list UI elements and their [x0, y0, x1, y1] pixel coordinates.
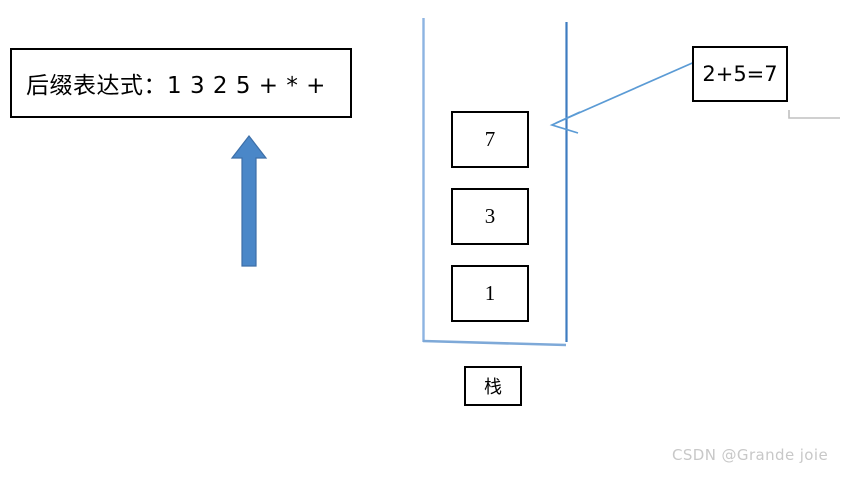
- up-block-arrow: [230, 135, 268, 267]
- stack-cell-middle: 3: [451, 188, 529, 245]
- stack-label-box: 栈: [464, 366, 522, 406]
- postfix-expression-box: 后缀表达式：1 3 2 5 + * +: [10, 48, 352, 118]
- diagonal-pointer-arrow: [549, 56, 707, 134]
- stack-cell-top: 7: [451, 111, 529, 168]
- stack-bottom-wall: [422, 339, 567, 347]
- csdn-watermark: CSDN @Grande joie: [672, 446, 829, 464]
- calculation-callout-box: 2+5=7: [692, 46, 788, 102]
- callout-leader-line: [788, 110, 840, 119]
- postfix-expression-text: 后缀表达式：1 3 2 5 + * +: [26, 73, 326, 99]
- stack-cell-bottom: 1: [451, 265, 529, 322]
